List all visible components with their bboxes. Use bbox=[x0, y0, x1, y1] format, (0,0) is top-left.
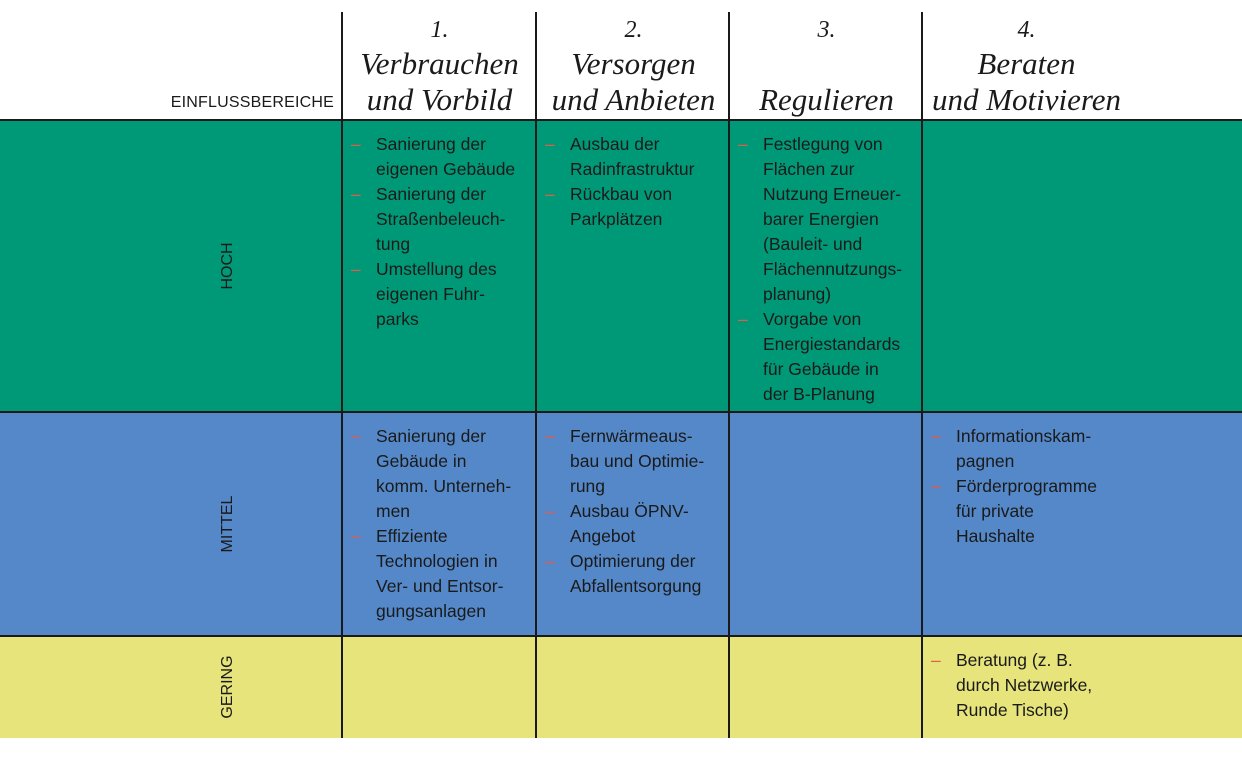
dash-bullet-icon: – bbox=[931, 650, 941, 670]
item-text: Sanierung der Straßenbeleuch- tung bbox=[376, 184, 506, 254]
dash-bullet-icon: – bbox=[351, 526, 361, 546]
row-label-mittel: MITTEL bbox=[219, 495, 236, 553]
list-item: –Informationskam- pagnen bbox=[923, 424, 1238, 474]
column-title: Verbrauchen und Vorbild bbox=[360, 46, 519, 117]
dash-bullet-icon: – bbox=[545, 134, 555, 154]
divider bbox=[0, 119, 1242, 121]
item-text: Fernwärmeaus- bau und Optimie- rung bbox=[570, 426, 705, 496]
list-item: –Fernwärmeaus- bau und Optimie- rung bbox=[537, 424, 726, 499]
matrix-cell: –Festlegung von Flächen zur Nutzung Erne… bbox=[730, 132, 919, 407]
list-item: –Vorgabe von Energiestandards für Gebäud… bbox=[730, 307, 919, 407]
list-item: –Sanierung der Straßenbeleuch- tung bbox=[343, 182, 532, 257]
list-item: –Ausbau ÖPNV- Angebot bbox=[537, 499, 726, 549]
column-header-2: 2. Versorgen und Anbieten bbox=[537, 14, 730, 118]
row-band-mittel bbox=[0, 412, 1242, 636]
list-item: –Rückbau von Parkplätzen bbox=[537, 182, 726, 232]
item-text: Sanierung der eigenen Gebäude bbox=[376, 134, 516, 179]
dash-bullet-icon: – bbox=[351, 134, 361, 154]
column-header-3: 3. Regulieren bbox=[730, 14, 923, 118]
item-text: Ausbau ÖPNV- Angebot bbox=[570, 501, 689, 546]
dash-bullet-icon: – bbox=[545, 184, 555, 204]
dash-bullet-icon: – bbox=[351, 426, 361, 446]
dash-bullet-icon: – bbox=[351, 259, 361, 279]
column-number: 3. bbox=[817, 17, 836, 43]
list-item: –Umstellung des eigenen Fuhr- parks bbox=[343, 257, 532, 332]
item-text: Festlegung von Flächen zur Nutzung Erneu… bbox=[763, 134, 903, 304]
list-item: –Förderprogramme für private Haushalte bbox=[923, 474, 1238, 549]
item-text: Optimierung der Abfallentsorgung bbox=[570, 551, 702, 596]
item-text: Ausbau der Radinfrastruktur bbox=[570, 134, 695, 179]
dash-bullet-icon: – bbox=[738, 309, 748, 329]
row-band-gering bbox=[0, 636, 1242, 738]
list-item: –Festlegung von Flächen zur Nutzung Erne… bbox=[730, 132, 919, 307]
dash-bullet-icon: – bbox=[931, 476, 941, 496]
matrix-cell: –Fernwärmeaus- bau und Optimie- rung–Aus… bbox=[537, 424, 726, 599]
column-title: Regulieren bbox=[759, 82, 894, 117]
divider bbox=[0, 411, 1242, 413]
column-header-1: 1. Verbrauchen und Vorbild bbox=[343, 14, 536, 118]
divider bbox=[728, 12, 730, 738]
dash-bullet-icon: – bbox=[545, 551, 555, 571]
row-label-hoch: HOCH bbox=[219, 242, 236, 290]
column-title: Beraten und Motivieren bbox=[931, 46, 1122, 117]
corner-label: EINFLUSSBEREICHE bbox=[170, 94, 334, 111]
item-text: Umstellung des eigenen Fuhr- parks bbox=[376, 259, 497, 329]
list-item: –Effiziente Technologien in Ver- und Ent… bbox=[343, 524, 532, 624]
item-text: Effiziente Technologien in Ver- und Ents… bbox=[376, 526, 504, 621]
column-header-4: 4. Beraten und Motivieren bbox=[923, 14, 1130, 118]
column-number: 4. bbox=[1017, 17, 1036, 43]
dash-bullet-icon: – bbox=[545, 426, 555, 446]
dash-bullet-icon: – bbox=[738, 134, 748, 154]
dash-bullet-icon: – bbox=[931, 426, 941, 446]
matrix-cell: –Informationskam- pagnen–Förderprogramme… bbox=[923, 424, 1238, 549]
divider bbox=[0, 635, 1242, 637]
matrix-cell: –Sanierung der eigenen Gebäude–Sanierung… bbox=[343, 132, 532, 332]
list-item: –Sanierung der Gebäude in komm. Unterneh… bbox=[343, 424, 532, 524]
item-text: Beratung (z. B. durch Netzwerke, Runde T… bbox=[956, 650, 1093, 720]
item-text: Informationskam- pagnen bbox=[956, 426, 1092, 471]
item-text: Förderprogramme für private Haushalte bbox=[956, 476, 1098, 546]
column-title: Versorgen und Anbieten bbox=[551, 46, 716, 117]
list-item: –Ausbau der Radinfrastruktur bbox=[537, 132, 726, 182]
item-text: Rückbau von Parkplätzen bbox=[570, 184, 673, 229]
list-item: –Sanierung der eigenen Gebäude bbox=[343, 132, 532, 182]
item-text: Sanierung der Gebäude in komm. Unterneh-… bbox=[376, 426, 512, 521]
matrix-cell: –Ausbau der Radinfrastruktur–Rückbau von… bbox=[537, 132, 726, 232]
column-number: 1. bbox=[430, 17, 449, 43]
divider bbox=[921, 12, 923, 738]
dash-bullet-icon: – bbox=[545, 501, 555, 521]
row-band-hoch bbox=[0, 120, 1242, 412]
divider bbox=[535, 12, 537, 738]
list-item: –Beratung (z. B. durch Netzwerke, Runde … bbox=[923, 648, 1238, 723]
row-label-gering: GERING bbox=[219, 655, 236, 719]
divider bbox=[341, 12, 343, 738]
matrix-cell: –Beratung (z. B. durch Netzwerke, Runde … bbox=[923, 648, 1238, 723]
list-item: –Optimierung der Abfallentsorgung bbox=[537, 549, 726, 599]
column-number: 2. bbox=[624, 17, 643, 43]
item-text: Vorgabe von Energiestandards für Gebäude… bbox=[763, 309, 901, 404]
matrix-cell: –Sanierung der Gebäude in komm. Unterneh… bbox=[343, 424, 532, 624]
dash-bullet-icon: – bbox=[351, 184, 361, 204]
